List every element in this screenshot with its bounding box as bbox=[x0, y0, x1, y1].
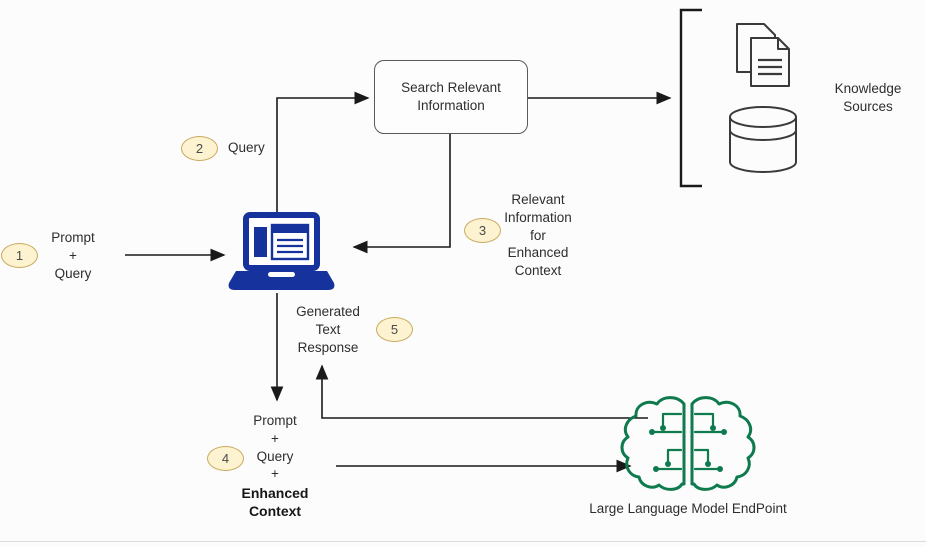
step-badge-3: 3 bbox=[464, 218, 501, 243]
laptop-icon bbox=[228, 212, 335, 290]
prompt-query-label: Prompt + Query bbox=[51, 230, 95, 281]
documents-icon bbox=[736, 23, 790, 87]
step-badge-1: 1 bbox=[1, 243, 38, 268]
step-badge-4: 4 bbox=[207, 446, 244, 471]
enhanced-context-label: Enhanced Context bbox=[241, 485, 309, 520]
search-relevant-information-node: Search Relevant Information bbox=[374, 60, 528, 134]
llm-endpoint-label: Large Language Model EndPoint bbox=[589, 501, 787, 516]
bottom-divider bbox=[0, 541, 926, 542]
step-badge-2: 2 bbox=[181, 136, 218, 161]
prompt-query-plus-label: Prompt + Query + bbox=[253, 413, 297, 482]
knowledge-sources-label: Knowledge Sources bbox=[834, 81, 902, 114]
arrow-laptop-to-searchbox bbox=[276, 91, 370, 212]
brain-circuit-icon bbox=[620, 396, 756, 491]
generated-text-response-label: Generated Text Response bbox=[296, 304, 360, 355]
arrow-llm-to-generated-text bbox=[315, 364, 648, 419]
step-badge-5: 5 bbox=[376, 317, 413, 342]
relevant-information-label: Relevant Information for Enhanced Contex… bbox=[504, 192, 572, 279]
arrow-searchbox-to-laptop bbox=[352, 134, 451, 254]
knowledge-sources-bracket bbox=[679, 8, 702, 188]
query-label: Query bbox=[228, 140, 265, 155]
database-icon bbox=[729, 106, 797, 173]
